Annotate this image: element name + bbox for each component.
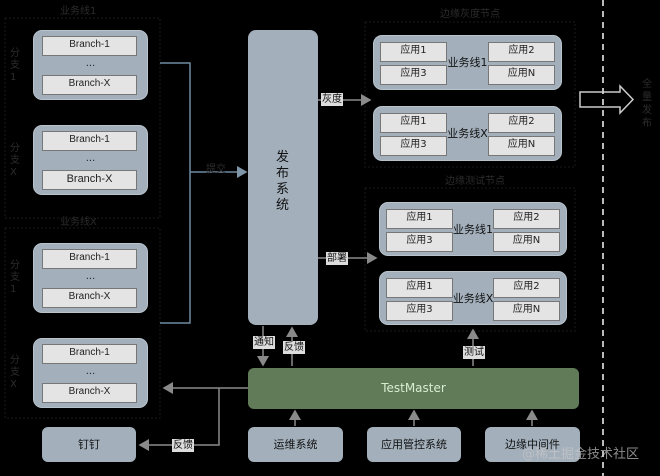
app-item[interactable]: 应用2: [488, 113, 555, 133]
branch-item[interactable]: Branch-1: [42, 249, 137, 269]
side-label: 分支1: [10, 48, 20, 83]
branch-group: Branch-1 ... Branch-X: [33, 125, 148, 195]
edge-middleware-box[interactable]: 边缘中间件: [485, 427, 580, 462]
test-label: 测试: [463, 346, 485, 359]
business-group: 应用1 应用2 应用3 应用N 业务线X: [373, 106, 562, 161]
feedback-label: 反馈: [283, 341, 305, 354]
business-group: 应用1 应用2 应用3 应用N 业务线1: [379, 202, 567, 256]
ellipsis: ...: [85, 366, 96, 377]
business-line-name: 业务线1: [447, 56, 488, 69]
branch-item[interactable]: Branch-X: [42, 288, 137, 308]
feedback-label: 反馈: [172, 439, 194, 452]
app-item[interactable]: 应用N: [488, 136, 555, 156]
business-group: 应用1 应用2 应用3 应用N 业务线X: [379, 271, 567, 325]
side-label: 分支X: [10, 355, 20, 390]
app-item[interactable]: 应用3: [386, 232, 453, 252]
submit-label: 提交: [206, 164, 226, 175]
business-line-name: 业务线1: [453, 223, 493, 236]
branch-item[interactable]: Branch-X: [42, 75, 137, 95]
branch-group: Branch-1 ... Branch-X: [33, 338, 148, 408]
full-release-arrow: [579, 84, 635, 115]
branch-item[interactable]: Branch-1: [42, 131, 137, 151]
deploy-label: 部署: [326, 252, 348, 265]
dingtalk-box[interactable]: 钉钉: [42, 427, 136, 462]
publish-system[interactable]: 发布系统: [248, 30, 318, 325]
gray-nodes-title: 边缘灰度节点: [440, 9, 500, 20]
app-item[interactable]: 应用1: [386, 278, 453, 298]
side-label: 分支X: [10, 143, 20, 178]
app-item[interactable]: 应用N: [493, 301, 560, 321]
notify-label: 通知: [253, 336, 275, 349]
app-item[interactable]: 应用1: [380, 42, 447, 62]
branch-item[interactable]: Branch-X: [42, 170, 137, 190]
test-nodes-title: 边缘测试节点: [445, 176, 505, 187]
branch-item[interactable]: Branch-X: [42, 383, 137, 403]
business-line-name: 业务线X: [447, 127, 488, 140]
gray-label: 灰度: [321, 93, 343, 106]
app-item[interactable]: 应用2: [488, 42, 555, 62]
app-item[interactable]: 应用3: [386, 301, 453, 321]
app-item[interactable]: 应用3: [380, 65, 447, 85]
side-label: 分支1: [10, 260, 20, 295]
group-label: 业务线1: [60, 6, 97, 17]
testmaster-box[interactable]: TestMaster: [248, 368, 579, 409]
app-item[interactable]: 应用2: [493, 209, 560, 229]
ellipsis: ...: [85, 271, 96, 282]
watermark: @稀土掘金技术社区: [522, 447, 640, 462]
app-item[interactable]: 应用3: [380, 136, 447, 156]
publish-system-label: 发布系统: [276, 150, 290, 213]
branch-item[interactable]: Branch-1: [42, 344, 137, 364]
business-line-name: 业务线X: [452, 292, 494, 305]
branch-group: Branch-1 ... Branch-X: [33, 30, 148, 100]
app-item[interactable]: 应用N: [493, 232, 560, 252]
branch-group: Branch-1 ... Branch-X: [33, 243, 148, 313]
group-label: 业务线X: [60, 217, 97, 228]
app-control-system-box[interactable]: 应用管控系统: [367, 427, 461, 462]
app-item[interactable]: 应用1: [380, 113, 447, 133]
full-release-label: 全量发布: [642, 79, 652, 129]
ops-system-box[interactable]: 运维系统: [248, 427, 343, 462]
app-item[interactable]: 应用2: [493, 278, 560, 298]
branch-item[interactable]: Branch-1: [42, 36, 137, 56]
ellipsis: ...: [85, 58, 96, 69]
app-item[interactable]: 应用N: [488, 65, 555, 85]
business-group: 应用1 应用2 应用3 应用N 业务线1: [373, 35, 562, 90]
app-item[interactable]: 应用1: [386, 209, 453, 229]
ellipsis: ...: [85, 153, 96, 164]
